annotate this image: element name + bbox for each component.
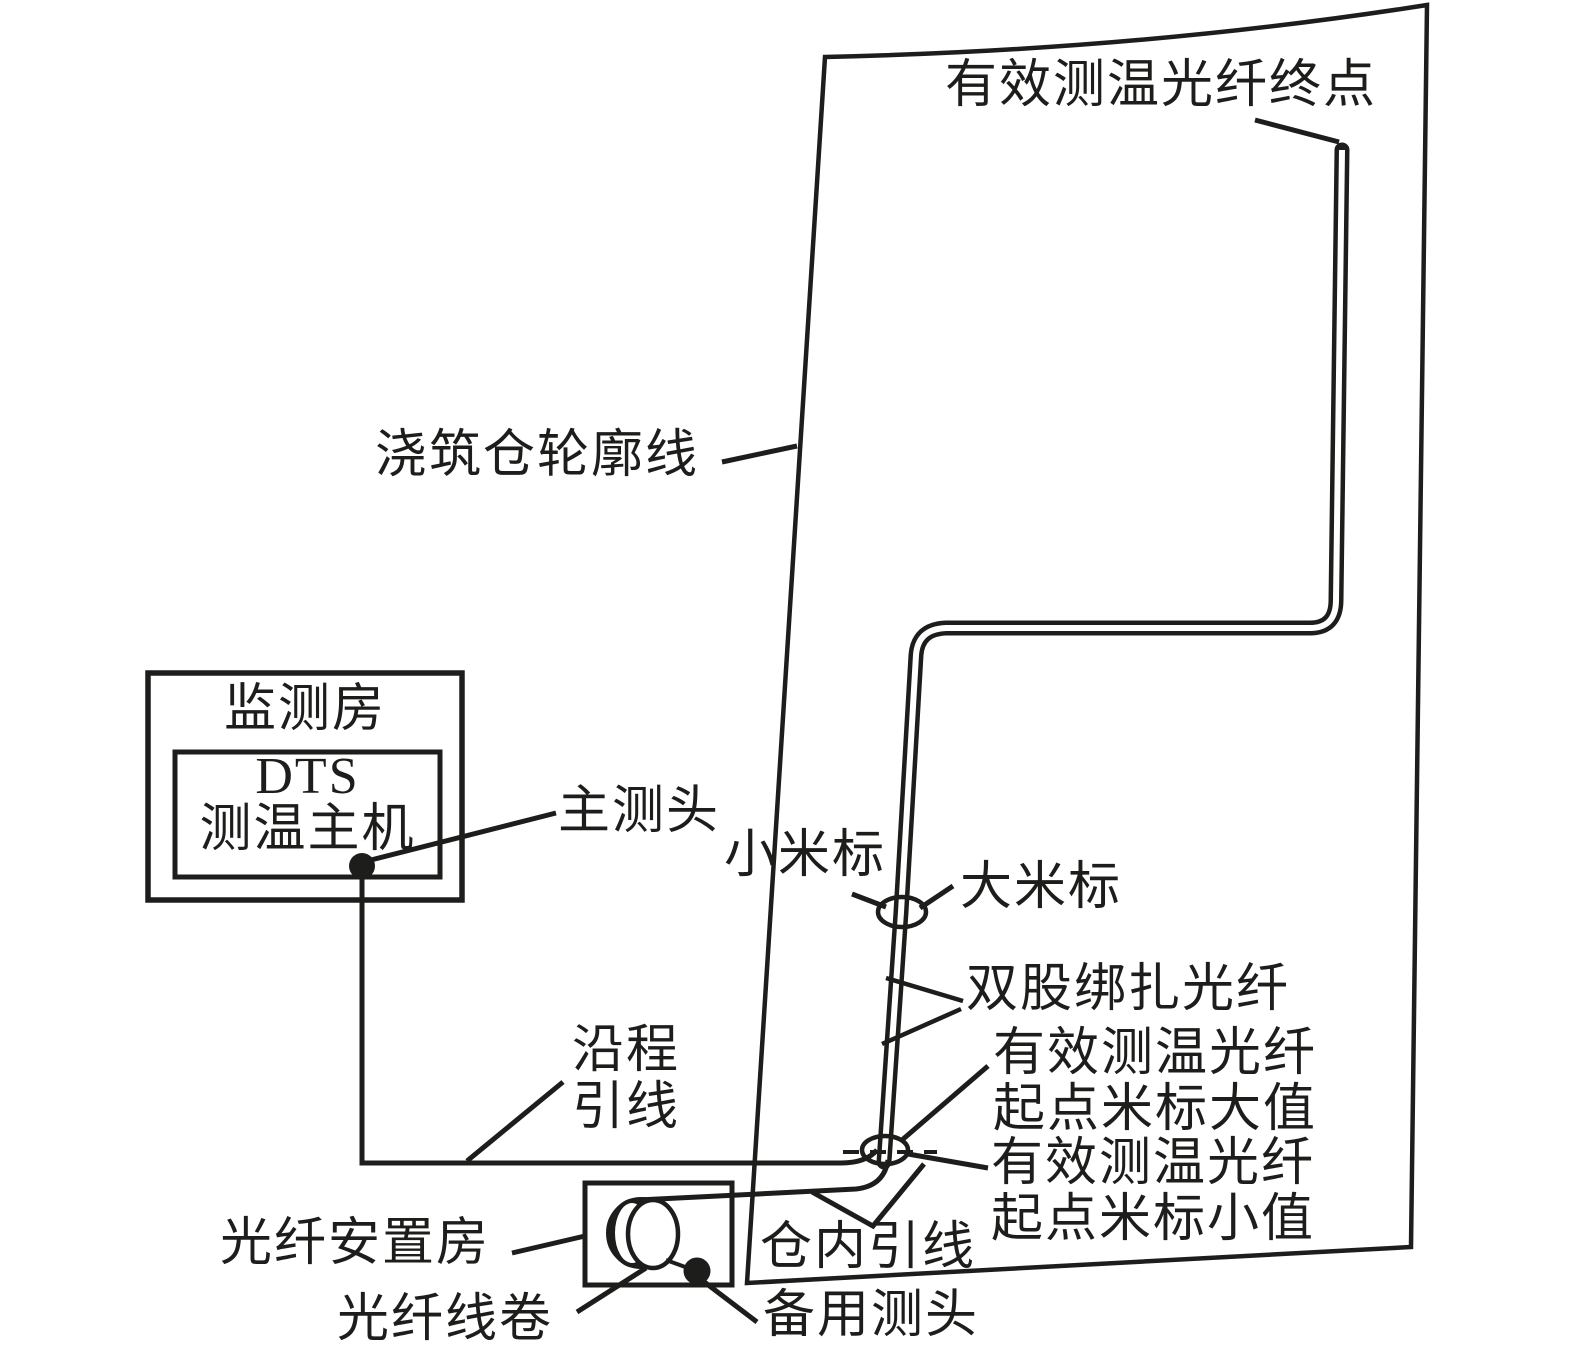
fiber-room-box bbox=[582, 1180, 735, 1288]
start-large-label-line2: 起点米标大值 bbox=[993, 1081, 1318, 1138]
fiber-coil-front-loop bbox=[625, 1197, 681, 1271]
small-meter-label: 小米标 bbox=[724, 827, 887, 884]
fiber-end-leader bbox=[1254, 117, 1340, 145]
coil-leader bbox=[575, 1265, 648, 1315]
along-lead-label-line2: 引线 bbox=[572, 1079, 681, 1136]
start-large-label: 有效测温光纤 起点米标大值 bbox=[993, 1026, 1317, 1138]
main-probe-leader bbox=[366, 810, 557, 864]
dts-host-label-line1: DTS bbox=[255, 748, 360, 805]
backup-probe-label: 备用测头 bbox=[763, 1287, 980, 1344]
start-large-label-line1: 有效测温光纤 bbox=[993, 1025, 1318, 1082]
start-small-leader bbox=[907, 1151, 989, 1171]
along-lead-leader bbox=[465, 1080, 565, 1163]
outline-leader bbox=[721, 443, 798, 465]
along-lead-label: 沿程 引线 bbox=[572, 1022, 680, 1136]
backup-probe-dot bbox=[683, 1257, 711, 1285]
big-meter-mark-ellipse bbox=[875, 894, 929, 930]
start-small-label-line1: 有效测温光纤 bbox=[991, 1135, 1316, 1192]
small-meter-leader bbox=[851, 891, 887, 910]
dts-host-box bbox=[172, 749, 443, 880]
fiber-start-ellipse bbox=[859, 1133, 911, 1167]
fiber-room-label: 光纤安置房 bbox=[220, 1215, 491, 1272]
big-meter-label: 大米标 bbox=[960, 859, 1123, 916]
start-small-label: 有效测温光纤 起点米标小值 bbox=[991, 1136, 1315, 1248]
fiber-room-leader bbox=[511, 1233, 586, 1256]
dts-host-label-line2: 测温主机 bbox=[199, 801, 416, 858]
in-bin-lead-leader bbox=[810, 1162, 926, 1230]
monitoring-room-box bbox=[145, 670, 465, 903]
pouring-block-outline bbox=[744, 2, 1430, 1286]
monitoring-room-label: 监测房 bbox=[223, 681, 386, 738]
double-fiber-label: 双股绑扎光纤 bbox=[966, 961, 1291, 1018]
fiber-end-label: 有效测温光纤终点 bbox=[945, 57, 1378, 114]
along-lead-label-line1: 沿程 bbox=[572, 1022, 681, 1079]
in-bin-lead-label: 仓内引线 bbox=[760, 1219, 977, 1276]
dts-host-label: DTS 测温主机 bbox=[175, 750, 440, 856]
start-small-label-line2: 起点米标小值 bbox=[991, 1191, 1316, 1248]
double-fiber-gap bbox=[881, 149, 1345, 1163]
main-probe-label: 主测头 bbox=[558, 783, 721, 840]
coil-label: 光纤线卷 bbox=[337, 1291, 554, 1348]
in-bin-lead-line bbox=[637, 1159, 891, 1203]
pouring-block-outline-label: 浇筑仓轮廓线 bbox=[375, 427, 700, 484]
start-large-leader bbox=[900, 1064, 990, 1142]
double-fiber-leader-1 bbox=[885, 975, 964, 1004]
double-fiber-leader-2 bbox=[881, 1006, 962, 1047]
backup-probe-leader bbox=[701, 1279, 759, 1324]
big-meter-leader bbox=[918, 883, 955, 911]
